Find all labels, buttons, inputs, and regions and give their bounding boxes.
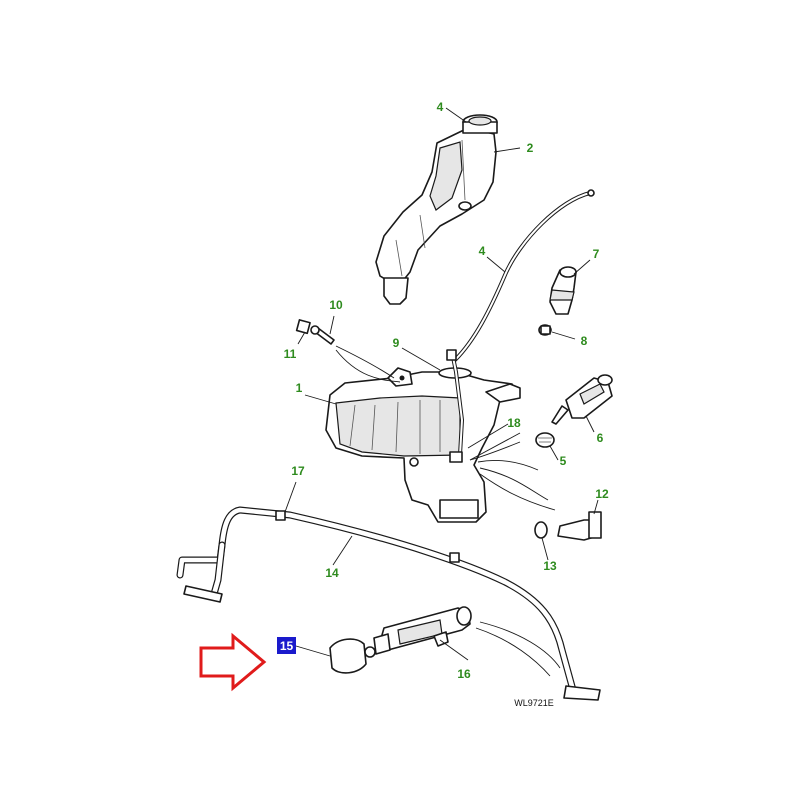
windscreen-pump-part [535,374,613,448]
callout-16: 16 [457,667,471,681]
washer-reservoir-part [325,367,521,523]
callout-labels: 4 2 4 7 8 10 11 9 1 18 6 5 12 13 17 14 1… [284,100,609,681]
highlighted-callout-15: 15 [277,637,296,654]
bolt-and-nut-parts [295,319,335,345]
level-sensor-connector-part [446,349,465,463]
callout-10: 10 [329,298,343,312]
callout-13: 13 [543,559,557,573]
callout-11: 11 [284,347,297,361]
callout-9: 9 [393,336,400,350]
callout-15: 15 [280,639,294,653]
callout-12: 12 [595,487,609,501]
pointer-arrow-icon [199,632,267,692]
callout-5: 5 [560,454,567,468]
callout-8: 8 [581,334,588,348]
callout-14: 14 [325,566,339,580]
leader-lines [284,107,599,677]
filler-neck-part [375,114,498,305]
callout-17: 17 [291,464,305,478]
callout-18: 18 [507,416,521,430]
jet-cap-part [329,638,376,674]
level-sensor-part [534,511,602,541]
reference-code: WL9721E [514,698,554,708]
callout-4: 4 [479,244,486,258]
washer-hose-part [453,189,595,362]
main-hose-part [176,506,601,701]
callout-2: 2 [527,141,534,155]
callout-6: 6 [597,431,604,445]
callout-7: 7 [593,247,600,261]
washer-jet-part [373,606,472,655]
callout-3: 4 [437,100,444,114]
callout-1: 1 [296,381,303,395]
headlamp-pump-part [538,266,577,336]
